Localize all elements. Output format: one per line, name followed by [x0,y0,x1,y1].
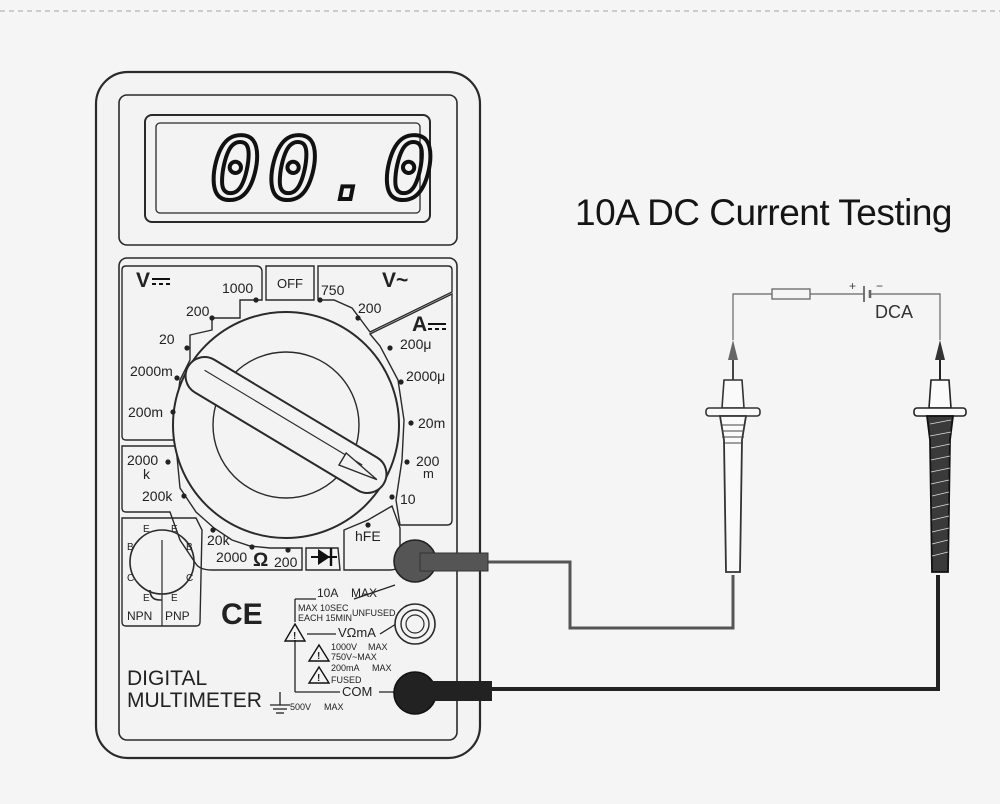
vac-label: V~ [382,269,408,292]
battery-plus-sign: + [849,279,856,293]
jack-vohm-fused: FUSED [331,675,362,685]
jack-vohm-label: VΩmA [338,625,376,640]
jack-10a-suffix: MAX [351,586,377,600]
vdc-range-200: 200 [186,303,210,319]
warning-icon [283,622,331,684]
vdc-range-200m: 200m [128,404,163,420]
jack-10a-plug[interactable] [393,539,489,583]
ohm-range-20k: 20k [207,532,231,548]
hfe-label: hFE [355,528,381,544]
vohm-jack[interactable] [394,603,436,645]
test-circuit [732,286,941,340]
npn-pin-e-top: E [143,524,150,535]
jack-label-lines [270,584,397,714]
dial-position-dots [165,297,414,553]
jack-10a-note-2: EACH 15MIN [298,613,352,623]
vac-range-750: 750 [321,282,345,298]
pnp-pin-b: B [186,542,193,553]
adc-range-200-unit: m [423,466,434,481]
npn-pin-e-bottom: E [143,593,150,604]
svg-text:!: ! [317,651,320,662]
adc-range-2000u: 2000μ [406,368,445,384]
adc-range-10: 10 [400,491,416,507]
jack-com-max: 500V [290,702,311,712]
dial-knob[interactable] [178,350,393,500]
adc-label: A [412,313,427,336]
dc-symbol-icon [152,278,170,285]
vdc-range-1000: 1000 [222,280,253,296]
adc-range-200u: 200μ [400,336,431,352]
jack-10a-note-3: UNFUSED [352,608,396,618]
ohm-symbol: Ω [253,550,268,571]
ohm-range-200: 200 [274,554,298,570]
test-probe-right[interactable] [913,340,967,573]
dial-pointer-icon [337,451,378,481]
jack-vohm-limit-1: 1000V [331,642,357,652]
resistor-icon [771,288,811,300]
adc-range-200: 200 [416,453,440,469]
lcd-display: 00.0 [207,118,440,222]
vdc-label: V [136,269,150,292]
range-panels [121,265,453,627]
ohm-range-2000k-unit: k [143,466,151,482]
npn-pin-b: B [127,542,134,553]
jack-com-plug[interactable] [393,671,492,715]
vac-range-200: 200 [358,300,382,316]
pnp-label: PNP [165,609,190,623]
ohm-range-2000k: 2000 [127,452,158,468]
page-title: 10A DC Current Testing [575,192,953,233]
probe-wire-com [478,575,940,691]
jack-10a-note-1: MAX 10SEC [298,603,349,613]
test-probe-left[interactable] [705,340,761,573]
jack-com-max-suffix: MAX [324,702,344,712]
jack-vohm-limit-2: 750V~MAX [331,652,377,662]
svg-text:!: ! [293,631,296,642]
jack-com-label: COM [342,684,372,699]
vdc-range-2000m: 2000m [130,363,173,379]
ohm-range-200k: 200k [142,488,173,504]
pnp-pin-e-top: E [171,524,178,535]
jack-vohm-limit-3-suffix: MAX [372,663,392,673]
transistor-socket: E B C E E B C E NPN PNP [127,524,195,626]
brand-line-2: MULTIMETER [127,689,262,712]
ce-mark: CE [221,598,263,631]
adc-dc-symbol-icon [428,323,446,330]
off-label: OFF [277,276,303,291]
lcd-reading: 00.0 [209,120,440,220]
jack-vohm-limit-1-suffix: MAX [368,642,388,652]
probe-wire-10a [478,560,735,630]
svg-text:!: ! [317,673,320,684]
battery-minus-sign: − [876,279,883,293]
pnp-pin-e-bottom: E [171,593,178,604]
jack-vohm-limit-3: 200mA [331,663,360,673]
npn-label: NPN [127,609,152,623]
vdc-range-20: 20 [159,331,175,347]
diode-icon [311,548,337,566]
brand-line-1: DIGITAL [127,667,207,690]
jack-10a-label: 10A [317,586,338,600]
adc-range-20m: 20m [418,415,445,431]
dca-label: DCA [875,302,913,322]
npn-pin-c: C [127,573,134,584]
dial-inner [212,351,360,499]
rotary-selector[interactable] [172,311,400,539]
ohm-range-2000: 2000 [216,549,247,565]
pnp-pin-c: C [186,573,193,584]
